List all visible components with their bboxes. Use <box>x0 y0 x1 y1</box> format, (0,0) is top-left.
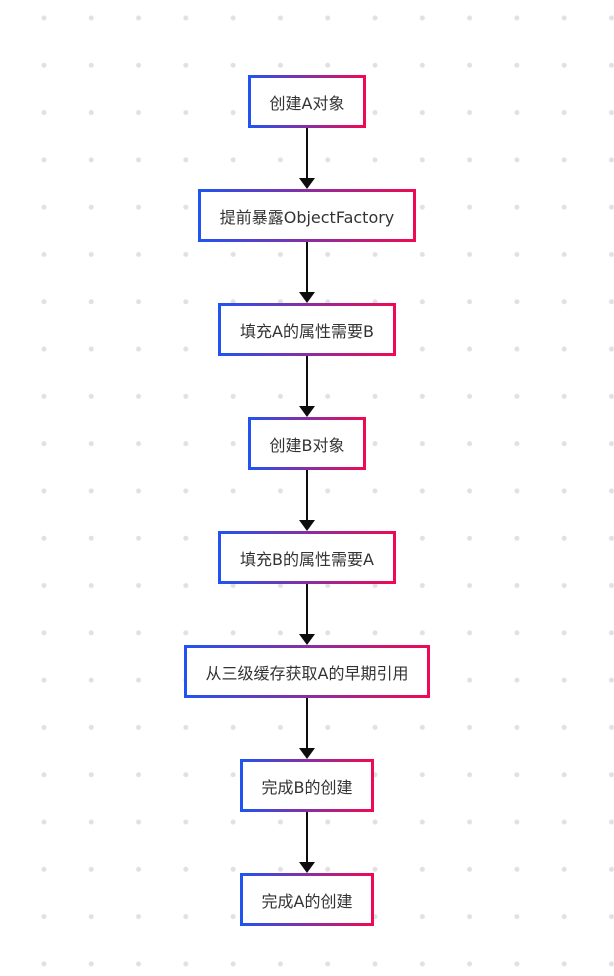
arrow-line <box>306 242 308 293</box>
flow-node-fill-b-needs-a[interactable]: 填充B的属性需要A <box>218 531 396 584</box>
down-arrow <box>298 470 316 531</box>
node-label: 提前暴露ObjectFactory <box>219 207 395 227</box>
node-label: 从三级缓存获取A的早期引用 <box>205 663 409 683</box>
arrow-head-icon <box>299 178 315 189</box>
down-arrow <box>298 242 316 303</box>
down-arrow <box>298 812 316 873</box>
node-label: 填充A的属性需要B <box>240 321 374 341</box>
down-arrow <box>298 698 316 759</box>
node-label: 创建A对象 <box>269 93 345 113</box>
arrow-head-icon <box>299 520 315 531</box>
arrow-line <box>306 698 308 749</box>
flow-node-fill-a-needs-b[interactable]: 填充A的属性需要B <box>218 303 396 356</box>
node-label: 完成A的创建 <box>261 891 353 911</box>
down-arrow <box>298 584 316 645</box>
down-arrow <box>298 356 316 417</box>
arrow-line <box>306 584 308 635</box>
arrow-line <box>306 812 308 863</box>
arrow-head-icon <box>299 634 315 645</box>
arrow-line <box>306 128 308 179</box>
arrow-head-icon <box>299 862 315 873</box>
node-label: 创建B对象 <box>269 435 345 455</box>
arrow-line <box>306 470 308 521</box>
arrow-head-icon <box>299 406 315 417</box>
flow-node-create-a[interactable]: 创建A对象 <box>247 75 367 128</box>
arrow-head-icon <box>299 748 315 759</box>
arrow-line <box>306 356 308 407</box>
node-label: 填充B的属性需要A <box>240 549 374 569</box>
arrow-head-icon <box>299 292 315 303</box>
flow-node-get-early-reference-from-l3-cache[interactable]: 从三级缓存获取A的早期引用 <box>183 645 431 698</box>
flow-node-complete-a[interactable]: 完成A的创建 <box>239 873 375 926</box>
flow-node-create-b[interactable]: 创建B对象 <box>247 417 367 470</box>
flow-node-expose-objectfactory[interactable]: 提前暴露ObjectFactory <box>197 189 417 242</box>
down-arrow <box>298 128 316 189</box>
flow-node-complete-b[interactable]: 完成B的创建 <box>239 759 375 812</box>
node-label: 完成B的创建 <box>261 777 353 797</box>
